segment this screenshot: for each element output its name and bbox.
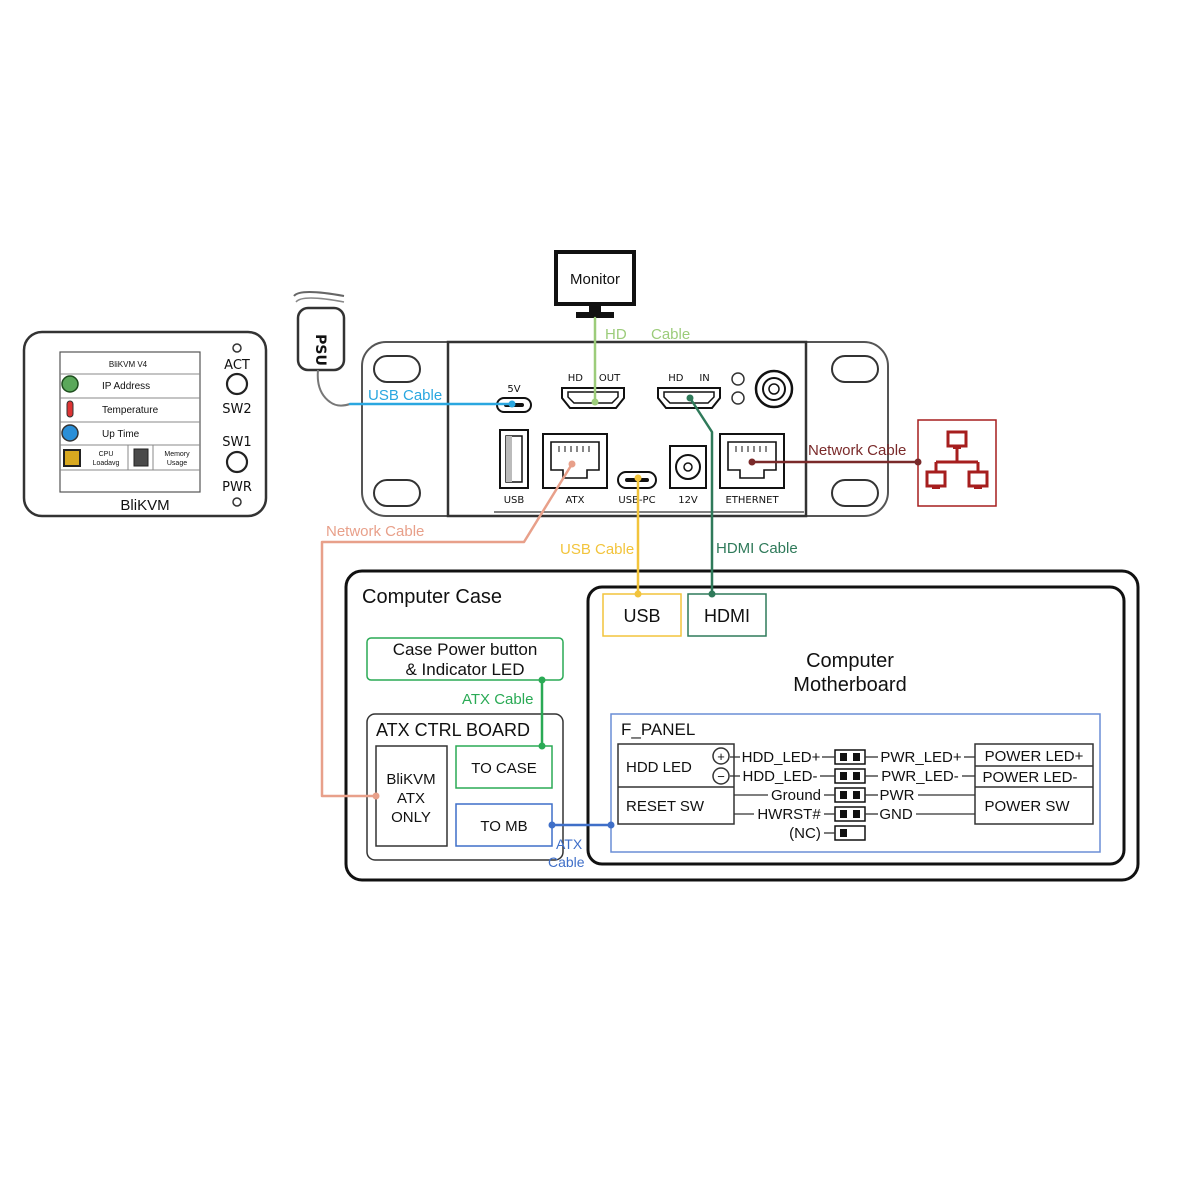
port-usb-label: USB: [504, 495, 525, 506]
blikvm-atx-label-1: BliKVM: [386, 771, 435, 788]
network-cable-left-label: Network Cable: [326, 523, 424, 540]
pin-label-left: Ground: [771, 787, 821, 804]
hdmi-cable-label: HDMI Cable: [716, 540, 798, 557]
hdmi-cable: [688, 396, 714, 596]
lcd-usage-label: Usage: [167, 460, 187, 467]
port-ethernet-label: ETHERNET: [725, 495, 779, 506]
memory-icon: [133, 448, 149, 467]
f-panel-label: F_PANEL: [621, 720, 695, 739]
pin-label-right: PWR_LED-: [881, 768, 959, 785]
pin-label-right: PWR_LED+: [880, 749, 962, 766]
monitor: Monitor: [554, 250, 636, 318]
pwr-led: [232, 497, 242, 507]
mount-hole: [373, 355, 421, 383]
hdd-led-label: HDD LED: [626, 759, 692, 776]
port-12v-label: 12V: [678, 495, 698, 506]
mb-hdmi-label: HDMI: [704, 606, 750, 626]
minus-sign: −: [717, 769, 725, 784]
mb-usb-box: [602, 593, 682, 637]
pin-label-left: HWRST#: [757, 806, 821, 823]
psu-adapter: PSU: [293, 291, 351, 407]
atx-ctrl-board-label: ATX CTRL BOARD: [376, 720, 530, 740]
lcd-brand-label: BliKVM: [120, 497, 169, 514]
port-hdmi-out[interactable]: [561, 387, 625, 409]
sw2-button[interactable]: [225, 372, 249, 396]
network-cable-right-label: Network Cable: [808, 442, 906, 459]
sw1-button[interactable]: [225, 450, 249, 474]
power-sw-label: POWER SW: [985, 798, 1071, 815]
mount-hole: [831, 479, 879, 507]
plus-sign: +: [717, 749, 725, 764]
computer-motherboard: USB HDMI Computer Motherboard F_PANEL HD…: [586, 585, 1126, 866]
lcd-model-label: BliKVM V4: [109, 360, 148, 369]
lcd-uptime-label: Up Time: [102, 429, 140, 440]
power-led-plus-label: POWER LED+: [985, 748, 1084, 765]
lcd-loadavg-label: Loadavg: [93, 460, 120, 467]
case-power-button-label: Case Power button: [393, 640, 538, 659]
mb-hdmi-box: [687, 593, 767, 637]
atx-cable-mb-label-2: Cable: [548, 854, 585, 870]
status-led: [731, 391, 745, 405]
port-atx-label: ATX: [565, 495, 584, 506]
mount-hole: [373, 479, 421, 507]
network-cable-atx: [320, 462, 574, 798]
port-5v-label: 5V: [507, 384, 520, 395]
network-icon: [917, 419, 997, 507]
cpu-icon: [63, 449, 81, 467]
case-title: Computer Case: [362, 586, 502, 608]
case-indicator-led-label: & Indicator LED: [405, 660, 524, 679]
lcd-display-panel: BliKVM V4 IP Address Temperature Up Time…: [22, 330, 268, 518]
pin-header: [834, 749, 866, 841]
usb-cable-psu-label: USB Cable: [368, 387, 442, 404]
blikvm-unit: 5V HD OUT HD IN USB ATX USB-PC 12V: [361, 340, 889, 518]
case-power-button-box: [366, 637, 564, 681]
power-led-minus-label: POWER LED-: [982, 769, 1077, 786]
pin-label-left: HDD_LED-: [742, 768, 817, 785]
pin-label-left: HDD_LED+: [742, 749, 821, 766]
hd-cable-label: HD: [605, 326, 627, 343]
pin-label-right: PWR: [880, 787, 915, 804]
port-hdin-label: HD IN: [668, 373, 710, 384]
lcd-ip-label: IP Address: [102, 381, 150, 392]
to-mb-label: TO MB: [480, 818, 527, 835]
status-led: [731, 372, 745, 386]
lcd-temperature-label: Temperature: [102, 405, 159, 416]
thermometer-icon: [66, 400, 74, 418]
plus-icon: [712, 747, 730, 765]
hd-cable-label-2: Cable: [651, 326, 690, 343]
to-mb-box: [455, 803, 553, 847]
pin-label-left: (NC): [789, 825, 821, 842]
blikvm-atx-label-2: ATX: [397, 790, 425, 807]
clock-icon: [61, 424, 79, 442]
pwr-label: PWR: [222, 480, 252, 495]
to-case-label: TO CASE: [471, 760, 537, 777]
mb-title-1: Computer: [806, 650, 894, 672]
lcd-memory-label: Memory: [164, 451, 190, 458]
act-led: [232, 343, 242, 353]
blikvm-atx-label-3: ONLY: [391, 809, 431, 826]
blikvm-atx-only-box: [375, 745, 448, 847]
location-icon: [61, 375, 79, 393]
mb-usb-label: USB: [623, 606, 660, 626]
atx-cable-mb-label: ATX: [556, 836, 583, 852]
act-label: ACT: [224, 358, 250, 373]
mb-title-2: Motherboard: [793, 674, 906, 696]
sw2-label: SW2: [222, 402, 251, 417]
sw1-label: SW1: [222, 435, 251, 450]
to-case-box: [455, 745, 553, 789]
port-atx[interactable]: [542, 433, 608, 489]
psu-label: PSU: [312, 334, 328, 366]
power-box: [974, 743, 1094, 825]
usb-cable-pc-label: USB Cable: [560, 541, 634, 558]
monitor-label: Monitor: [570, 271, 620, 288]
atx-cable-case-label: ATX Cable: [462, 691, 533, 708]
minus-icon: [712, 767, 730, 785]
reset-sw-label: RESET SW: [626, 798, 705, 815]
lcd-cpu-label: CPU: [99, 451, 114, 458]
mount-hole: [831, 355, 879, 383]
pin-label-right: GND: [879, 806, 913, 823]
